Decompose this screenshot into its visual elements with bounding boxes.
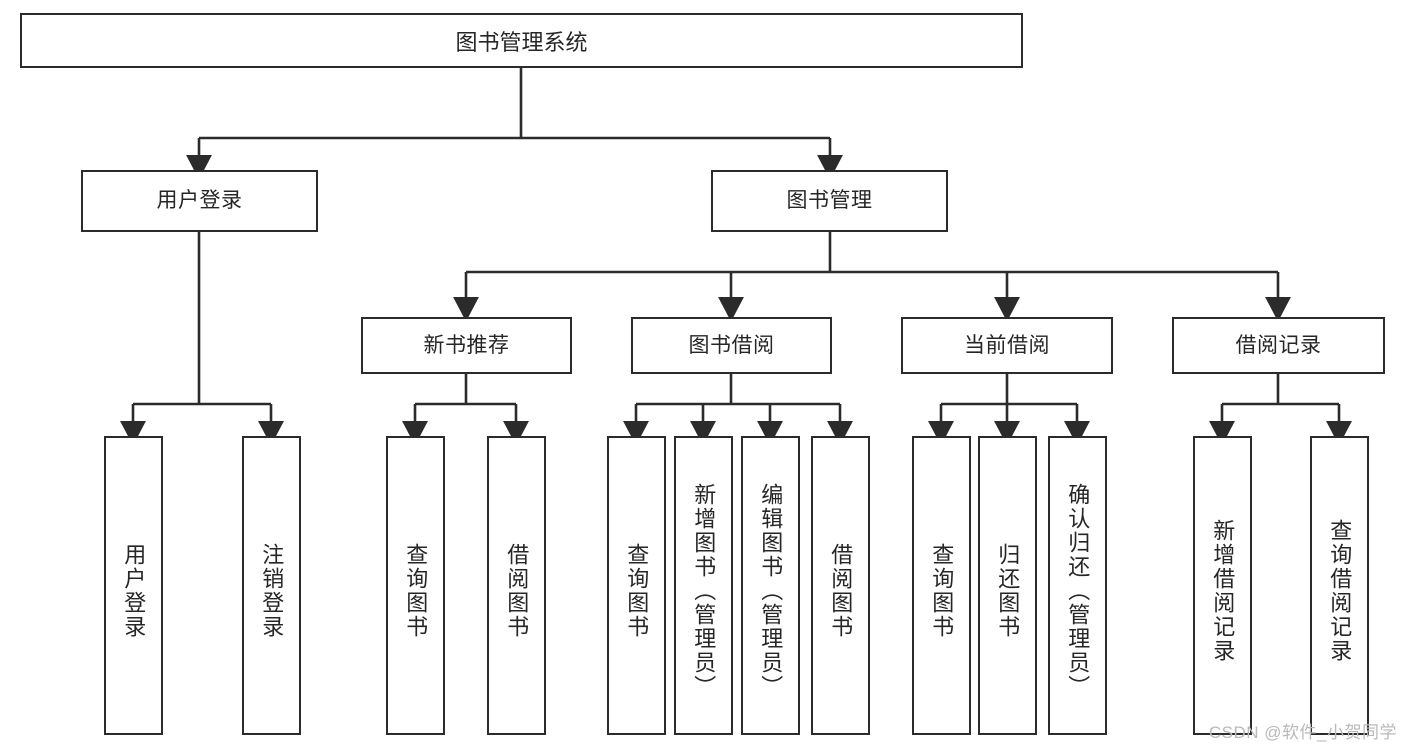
leaf-add-book[interactable]: 新增图书（管理员）	[674, 436, 733, 735]
leaf-borrow-book-1[interactable]: 借阅图书	[487, 436, 546, 735]
leaf-query-record[interactable]: 查询借阅记录	[1310, 436, 1369, 735]
leaf-borrow-book-1-label: 借阅图书	[504, 542, 530, 639]
leaf-query-book-2[interactable]: 查询图书	[607, 436, 666, 735]
node-root-label: 图书管理系统	[455, 29, 588, 55]
node-root[interactable]: 图书管理系统	[20, 13, 1023, 68]
leaf-query-book-3[interactable]: 查询图书	[912, 436, 971, 735]
leaf-confirm-return[interactable]: 确认归还（管理员）	[1048, 436, 1107, 735]
node-current-borrow[interactable]: 当前借阅	[901, 317, 1113, 374]
leaf-query-record-label: 查询借阅记录	[1327, 518, 1353, 663]
leaf-add-record-label: 新增借阅记录	[1210, 518, 1236, 663]
leaf-confirm-return-label: 确认归还（管理员）	[1065, 482, 1091, 699]
leaf-edit-book[interactable]: 编辑图书（管理员）	[741, 436, 800, 735]
node-book-borrow[interactable]: 图书借阅	[631, 317, 832, 374]
leaf-borrow-book-2[interactable]: 借阅图书	[811, 436, 870, 735]
node-book-manage-label: 图书管理	[786, 189, 873, 213]
node-current-borrow-label: 当前借阅	[964, 333, 1050, 357]
node-book-manage[interactable]: 图书管理	[711, 170, 948, 232]
leaf-logout-label: 注销登录	[259, 542, 285, 639]
leaf-add-record[interactable]: 新增借阅记录	[1193, 436, 1252, 735]
leaf-return-book-label: 归还图书	[995, 542, 1021, 639]
node-new-book-recommend[interactable]: 新书推荐	[361, 317, 572, 374]
watermark: CSDN @软件_小贺同学	[1208, 723, 1397, 742]
leaf-add-book-label: 新增图书（管理员）	[691, 482, 717, 699]
node-user-login[interactable]: 用户登录	[81, 170, 318, 232]
leaf-query-book-2-label: 查询图书	[624, 542, 650, 639]
leaf-query-book-1-label: 查询图书	[403, 542, 429, 639]
leaf-query-book-3-label: 查询图书	[929, 542, 955, 639]
node-new-book-recommend-label: 新书推荐	[423, 333, 510, 357]
leaf-user-login-label: 用户登录	[121, 542, 147, 639]
node-borrow-record[interactable]: 借阅记录	[1172, 317, 1385, 374]
node-borrow-record-label: 借阅记录	[1235, 333, 1322, 357]
leaf-query-book-1[interactable]: 查询图书	[386, 436, 445, 735]
leaf-user-login[interactable]: 用户登录	[104, 436, 163, 735]
leaf-logout[interactable]: 注销登录	[242, 436, 301, 735]
leaf-return-book[interactable]: 归还图书	[978, 436, 1037, 735]
node-user-login-label: 用户登录	[156, 189, 243, 213]
node-book-borrow-label: 图书借阅	[688, 333, 775, 357]
leaf-borrow-book-2-label: 借阅图书	[828, 542, 854, 639]
leaf-edit-book-label: 编辑图书（管理员）	[758, 482, 784, 699]
